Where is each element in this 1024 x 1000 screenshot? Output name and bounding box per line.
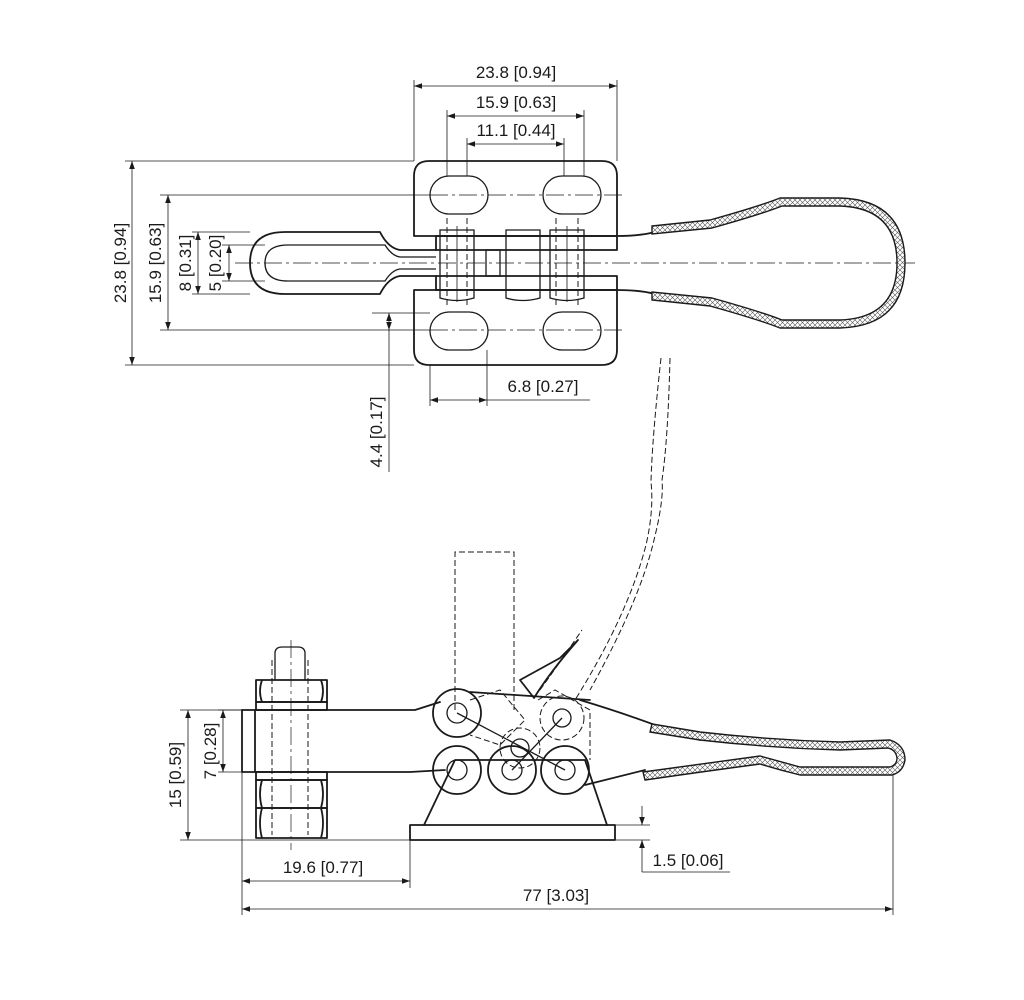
side-view: 7 [0.28] 15 [0.59] 1.5 [0.06] 19.6 [0.77…: [166, 357, 906, 915]
hex-nut: [255, 807, 328, 839]
mount-slot: [542, 311, 602, 351]
spindle-loop: [249, 231, 437, 295]
dim-top-width-inner: 11.1 [0.44]: [476, 121, 555, 140]
dim-left-height-mid: 15.9 [0.63]: [146, 223, 165, 303]
mount-slot: [429, 311, 489, 351]
dim-arm-height: 7 [0.28]: [201, 723, 220, 780]
dim-left-height-outer: 23.8 [0.94]: [111, 223, 130, 303]
column-phantom: [454, 551, 515, 710]
dim-pivot-spacing: 6.8 [0.27]: [508, 377, 579, 396]
open-handle-phantom: [574, 357, 662, 701]
dim-overall-length: 77 [3.03]: [523, 886, 589, 905]
base-plate-bottom: [413, 289, 618, 366]
handle-grip: [651, 197, 906, 329]
dim-base-thickness: 1.5 [0.06]: [653, 851, 724, 870]
dim-left-height-slot: 8 [0.31]: [176, 235, 195, 292]
base-plate: [409, 824, 616, 841]
dim-top-width-outer: 23.8 [0.94]: [476, 63, 556, 82]
handle-grip-closed: [642, 723, 906, 781]
mount-slot: [542, 175, 602, 215]
dim-left-height-inner: 5 [0.20]: [206, 235, 225, 292]
hex-nut: [255, 679, 328, 703]
dim-reach: 19.6 [0.77]: [283, 858, 363, 877]
base-plate-top: [413, 160, 618, 237]
dim-side-height: 15 [0.59]: [166, 742, 185, 808]
hex-nut: [255, 779, 328, 809]
dim-top-width-mid: 15.9 [0.63]: [476, 93, 556, 112]
top-view: 23.8 [0.94] 15.9 [0.63] 11.1 [0.44] 23.8…: [111, 63, 915, 472]
dim-hole-offset: 4.4 [0.17]: [367, 397, 386, 468]
